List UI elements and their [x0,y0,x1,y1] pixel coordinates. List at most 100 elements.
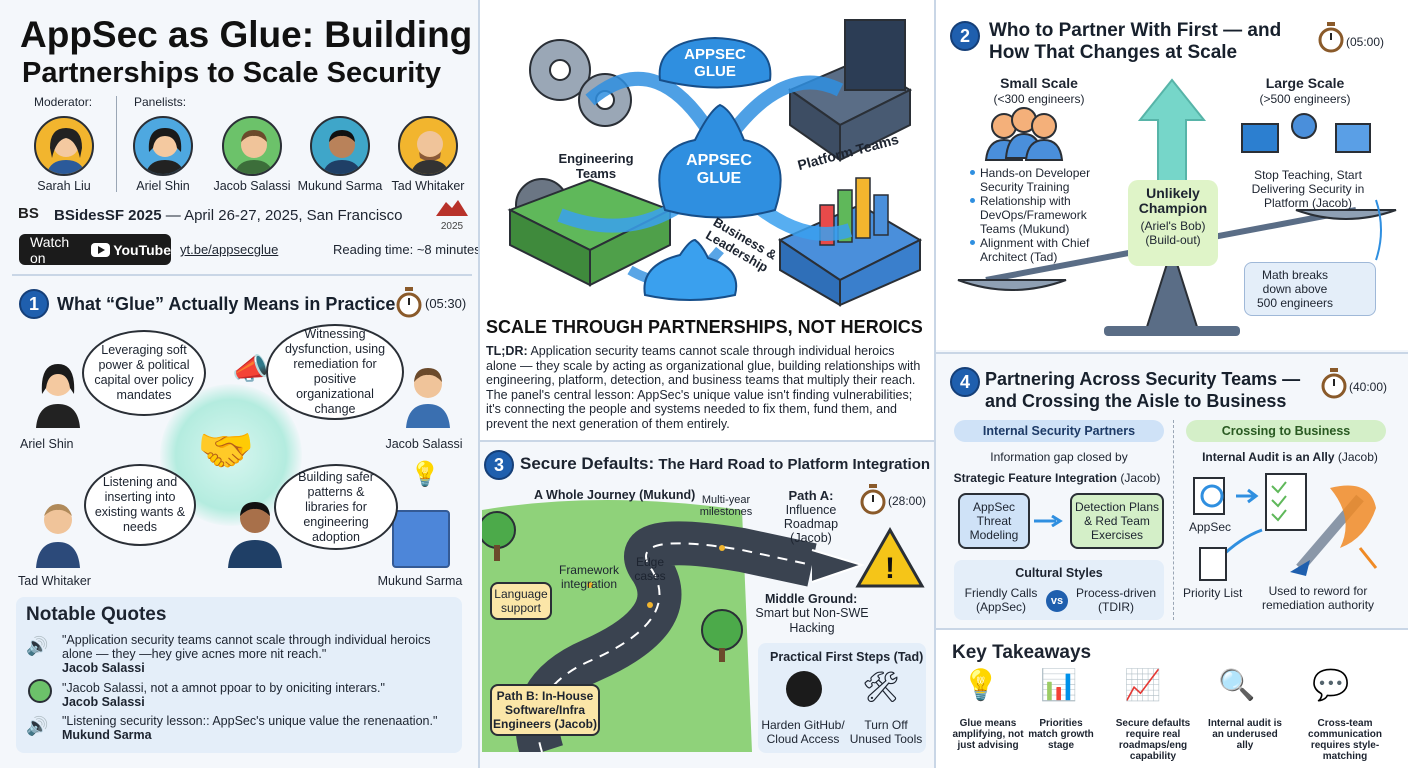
col-divider-right [934,0,936,768]
moderator-label: Moderator: [34,95,93,109]
reword-label: Used to reword for remediation authority [1261,584,1375,612]
path-a-label: Path A: [788,488,834,503]
first-steps-panel [758,643,926,753]
takeaways-title: Key Takeaways [952,642,1092,663]
section3-time: (28:00) [888,494,927,508]
github-icon [786,671,822,707]
stopwatch-icon [396,287,422,319]
large-scale-label: Large Scale [1265,75,1345,91]
section4-stopwatch-icon [1321,368,1347,400]
bsides-logo-icon: BS [18,205,39,222]
first-steps-title: Practical First Steps (Tad) [770,650,924,664]
lightbulb-icon: 💡 [410,461,440,488]
takeaway-1: Glue means amplifying, not just advising [952,718,1024,751]
panelists-label: Panelists: [134,95,187,109]
quote-icon-3: 🔊 [26,716,49,736]
step-turn-off: Turn Off Unused Tools [849,718,923,746]
name-mukund: Mukund Sarma [377,574,463,588]
avatar-mukund [310,116,370,176]
takeaway-2: Priorities match growth stage [1028,718,1094,751]
quotes-title: Notable Quotes [26,604,167,625]
middle-desc: Smart but Non-SWE Hacking [755,606,869,635]
quote-avatar-2 [28,679,52,703]
section3-title-rest: The Hard Road to Platform Integration [654,456,931,473]
section4-number: 4 [950,367,980,397]
name-jacob: Jacob Salassi [385,437,463,451]
hero-bottom-divider [480,440,934,442]
watch-label: Watch on [30,233,70,266]
hero-illustration [507,19,923,307]
hero-headline: SCALE THROUGH PARTNERSHIPS, NOT HEROICS [486,317,923,337]
internal-partners-tab: Internal Security Partners [954,420,1164,442]
audit-who: (Jacob) [1334,450,1378,464]
person-tad [30,492,86,568]
takeaway-icon-5: 💬 [1312,669,1350,702]
champion-box [1128,180,1218,266]
watch-youtube-button[interactable]: Watch on YouTube [19,233,171,266]
edge-label: Edge cases [634,555,666,583]
takeaway-5: Cross-team communication requires style-… [1308,718,1382,762]
strategic-text: Strategic Feature Integration [953,471,1117,485]
language-support-sign: Language support [490,582,552,620]
year-logo-icon: 2025 [436,198,468,232]
event-line: BSidesSF 2025 — April 26-27, 2025, San F… [54,207,403,224]
arrow-right-icon [1034,514,1064,528]
title-line-2: Partnerships to Scale Security [22,57,442,89]
video-link[interactable]: yt.be/appsecglue [180,242,279,257]
takeaway-icon-3: 📈 [1124,669,1162,702]
engineering-label: Engineering Teams [558,151,634,181]
megaphone-icon: 📣 [232,353,270,386]
section4-time: (40:00) [1349,380,1388,394]
section1-number: 1 [19,289,49,319]
panelist-name-1: Ariel Shin [136,179,190,193]
section3-number: 3 [484,450,514,480]
quote-author-3: Mukund Sarma [62,728,152,742]
section3-stopwatch-icon [860,484,886,516]
section3-title: Secure Defaults: The Hard Road to Platfo… [520,454,930,474]
avatar-ariel [133,116,193,176]
bubble-soft-power: Leveraging soft power & political capita… [82,330,206,416]
panelist-name-4: Tad Whitaker [391,179,465,193]
header-bottom-divider [12,274,472,276]
quote-author-2: Jacob Salassi [62,695,145,709]
col-divider-left [478,0,480,768]
small-item-1: Hands-on Developer Security Training [970,166,1120,194]
section4-bottom-divider [936,628,1408,630]
quote-text-3: "Listening security lesson:: AppSec's un… [62,714,438,728]
title-line-1: AppSec as Glue: Building [20,14,473,55]
handshake-icon: 🤝 [197,424,255,476]
section4-title: Partnering Across Security Teams — and C… [985,369,1301,411]
year-label: 2025 [440,221,464,232]
small-scale-list: Hands-on Developer Security Training Rel… [970,166,1120,264]
glue-center-label: APPSEC GLUE [686,152,752,187]
bubble-safer-patterns: Building safer patterns & libraries for … [274,464,398,550]
section2-time: (05:00) [1346,35,1385,49]
takeaway-icon-1: 💡 [962,669,1000,702]
header-divider [116,96,117,192]
person-ariel [30,354,86,428]
youtube-play-icon [91,242,111,257]
quote-icon-1: 🔊 [26,636,49,656]
small-scale-label: Small Scale [1000,75,1078,91]
champion-sub: (Ariel's Bob) (Build-out) [1140,219,1206,247]
section2-title: Who to Partner With First — and How That… [989,20,1282,63]
small-item-2: Relationship with DevOps/Framework Teams… [970,194,1120,236]
reading-time: Reading time: ~8 minutes [333,242,481,257]
takeaway-4: Internal audit is an underused ally [1208,718,1282,751]
step-harden: Harden GitHub/ Cloud Access [761,718,845,746]
milestones-label: Multi-year milestones [699,494,753,518]
avatar-tad [398,116,458,176]
takeaway-icon-4: 🔍 [1218,669,1256,702]
gap-text: Information gap closed by [990,450,1128,464]
bullet-icon [970,170,975,175]
process-text: Process-driven (TDIR) [1075,586,1157,614]
page-title: AppSec as Glue: Building Partnerships to… [20,14,480,90]
section1-time: (05:30) [425,296,467,311]
name-ariel: Ariel Shin [20,437,74,451]
takeaway-3: Secure defaults require real roadmaps/en… [1115,718,1191,762]
large-scale-item: Stop Teaching, Start Delivering Security… [1251,168,1365,210]
panelist-name-2: Jacob Salassi [213,179,291,193]
framework-label: Framework integration [558,563,619,591]
threat-modeling-box: AppSec Threat Modeling [958,493,1030,549]
bullet-icon [970,198,975,203]
